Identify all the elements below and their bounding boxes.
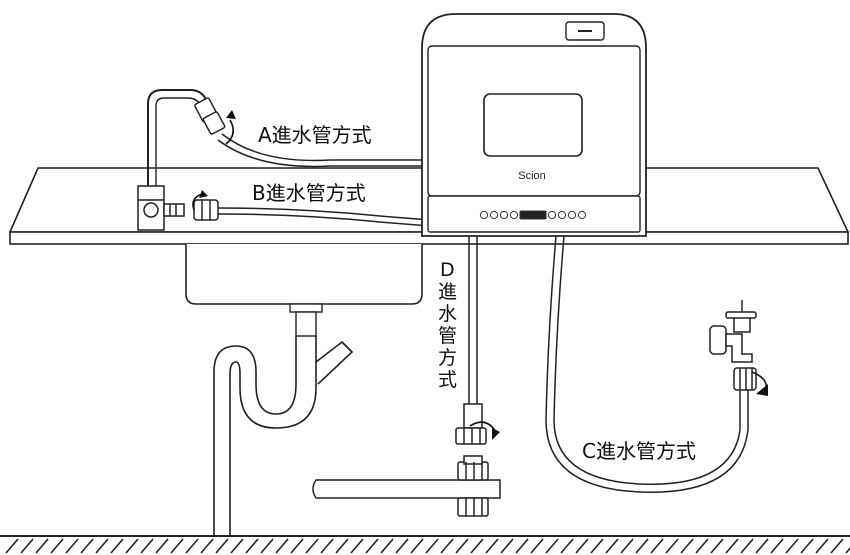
floor-hatch-line xyxy=(575,538,589,554)
floor-hatch-line xyxy=(95,538,109,554)
floor-hatch-line xyxy=(770,538,784,554)
label-a: A進水管方式 xyxy=(258,123,372,147)
floor-hatch-line xyxy=(650,538,664,554)
sink-basin xyxy=(185,244,423,337)
wall-pipe-d xyxy=(312,455,501,517)
floor-hatch-line xyxy=(350,538,364,554)
label-d-char: 進 xyxy=(438,281,457,303)
floor xyxy=(0,535,850,554)
floor-hatch-line xyxy=(380,538,394,554)
floor-hatch-line xyxy=(395,538,409,554)
floor-hatch-line xyxy=(290,538,304,554)
floor-hatch-line xyxy=(155,538,169,554)
floor-hatch-line xyxy=(125,538,139,554)
label-d-letter: D xyxy=(440,259,455,281)
floor-hatch-line xyxy=(65,538,79,554)
floor-hatch-line xyxy=(170,538,184,554)
floor-hatch-line xyxy=(440,538,454,554)
floor-hatch-line xyxy=(230,538,244,554)
inlet-hose-d xyxy=(468,236,478,404)
floor-hatch-line xyxy=(545,538,559,554)
floor-hatch-line xyxy=(710,538,724,554)
tap-c-fitting xyxy=(733,367,757,391)
floor-hatch-line xyxy=(620,538,634,554)
floor-hatch-line xyxy=(590,538,604,554)
brand-logo: Scion xyxy=(518,170,546,182)
floor-hatch-line xyxy=(845,547,850,554)
floor-hatch-line xyxy=(50,538,64,554)
floor-hatch-line xyxy=(80,538,94,554)
floor-hatch-line xyxy=(20,538,34,554)
floor-hatch-line xyxy=(635,538,649,554)
label-b: B進水管方式 xyxy=(252,181,366,205)
rotate-arrow-d xyxy=(469,421,500,440)
rotate-arrows xyxy=(192,110,236,211)
floor-hatch-line xyxy=(425,538,439,554)
floor-hatch-line xyxy=(470,538,484,554)
floor-hatch-line xyxy=(245,538,259,554)
dishwasher-window xyxy=(483,93,583,157)
floor-hatch-line xyxy=(515,538,529,554)
floor-hatch-line xyxy=(830,538,844,554)
floor-hatch-line xyxy=(815,538,829,554)
inlet-hose-c xyxy=(545,235,749,493)
control-buttons xyxy=(479,210,587,220)
floor-hatch-line xyxy=(455,538,469,554)
inlet-hose-b xyxy=(217,207,431,227)
floor-hatch-line xyxy=(785,538,799,554)
inlet-hose-a xyxy=(217,133,428,168)
floor-hatch-line xyxy=(695,538,709,554)
dishwasher: Scion xyxy=(421,13,647,237)
label-d: D 進 水 管 方 式 xyxy=(438,259,457,391)
drain-trap-pipe xyxy=(213,336,354,536)
faucet-connector xyxy=(137,89,226,231)
floor-hatch-line xyxy=(140,538,154,554)
floor-hatch-line xyxy=(605,538,619,554)
floor-hatch-line xyxy=(35,538,49,554)
floor-hatch-line xyxy=(215,538,229,554)
floor-hatch-line xyxy=(530,538,544,554)
floor-hatch-line xyxy=(365,538,379,554)
floor-hatch-line xyxy=(110,538,124,554)
valve-d-fitting xyxy=(455,403,487,445)
floor-hatch-line xyxy=(5,538,19,554)
label-d-char: 管 xyxy=(438,325,457,347)
floor-hatch-line xyxy=(335,538,349,554)
floor-hatch-line xyxy=(680,538,694,554)
label-d-char: 式 xyxy=(438,369,457,391)
floor-hatch-line xyxy=(755,538,769,554)
rotate-arrow-c xyxy=(751,371,768,396)
floor-hatch-line xyxy=(200,538,214,554)
floor-hatch-line xyxy=(410,538,424,554)
floor-hatch-line xyxy=(725,538,739,554)
floor-hatch-line xyxy=(260,538,274,554)
wall-tap xyxy=(709,300,757,363)
floor-hatch-line xyxy=(800,538,814,554)
floor-hatch-line xyxy=(185,538,199,554)
floor-hatch-line xyxy=(305,538,319,554)
floor-hatch-line xyxy=(275,538,289,554)
floor-hatch-line xyxy=(320,538,334,554)
floor-hatch-line xyxy=(500,538,514,554)
label-c: C進水管方式 xyxy=(582,439,696,463)
floor-hatch-line xyxy=(560,538,574,554)
floor-hatch-line xyxy=(740,538,754,554)
floor-hatch-line xyxy=(485,538,499,554)
label-d-char: 方 xyxy=(438,347,457,369)
label-d-char: 水 xyxy=(438,303,457,325)
floor-hatch-line xyxy=(665,538,679,554)
